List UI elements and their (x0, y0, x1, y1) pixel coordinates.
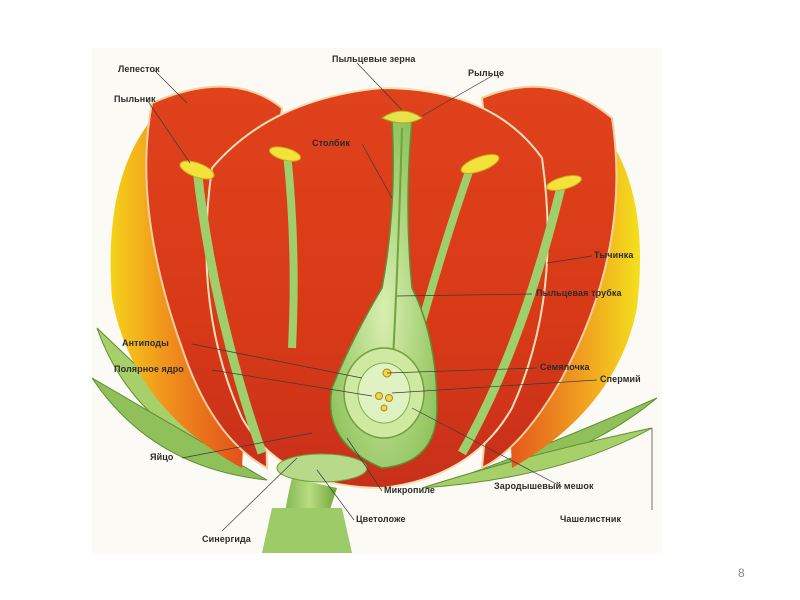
label-embryo-sac: Зародышевый мешок (494, 481, 594, 491)
label-pollen-grains: Пыльцевые зерна (332, 54, 415, 64)
flower-illustration (92, 48, 662, 553)
label-petal: Лепесток (118, 64, 160, 74)
label-sepal: Чашелистник (560, 514, 621, 524)
label-egg: Яйцо (150, 452, 173, 462)
label-ovule: Семяпочка (540, 362, 590, 372)
label-micropyle: Микропиле (384, 485, 435, 495)
label-pollen-tube: Пыльцевая трубка (536, 288, 622, 298)
flower-diagram: Лепесток Пыльник Пыльцевые зерна Рыльце … (92, 48, 662, 553)
label-antipodes: Антиподы (122, 338, 169, 348)
label-synergid: Синергида (202, 534, 251, 544)
label-style: Столбик (312, 138, 350, 148)
label-stigma: Рыльце (468, 68, 504, 78)
label-polar-nucleus: Полярное ядро (114, 364, 184, 374)
label-anther: Пыльник (114, 94, 156, 104)
label-sperm: Спермий (600, 374, 641, 384)
page-number: 8 (738, 566, 745, 580)
label-stamen: Тычинка (594, 250, 633, 260)
label-receptacle: Цветоложе (356, 514, 406, 524)
